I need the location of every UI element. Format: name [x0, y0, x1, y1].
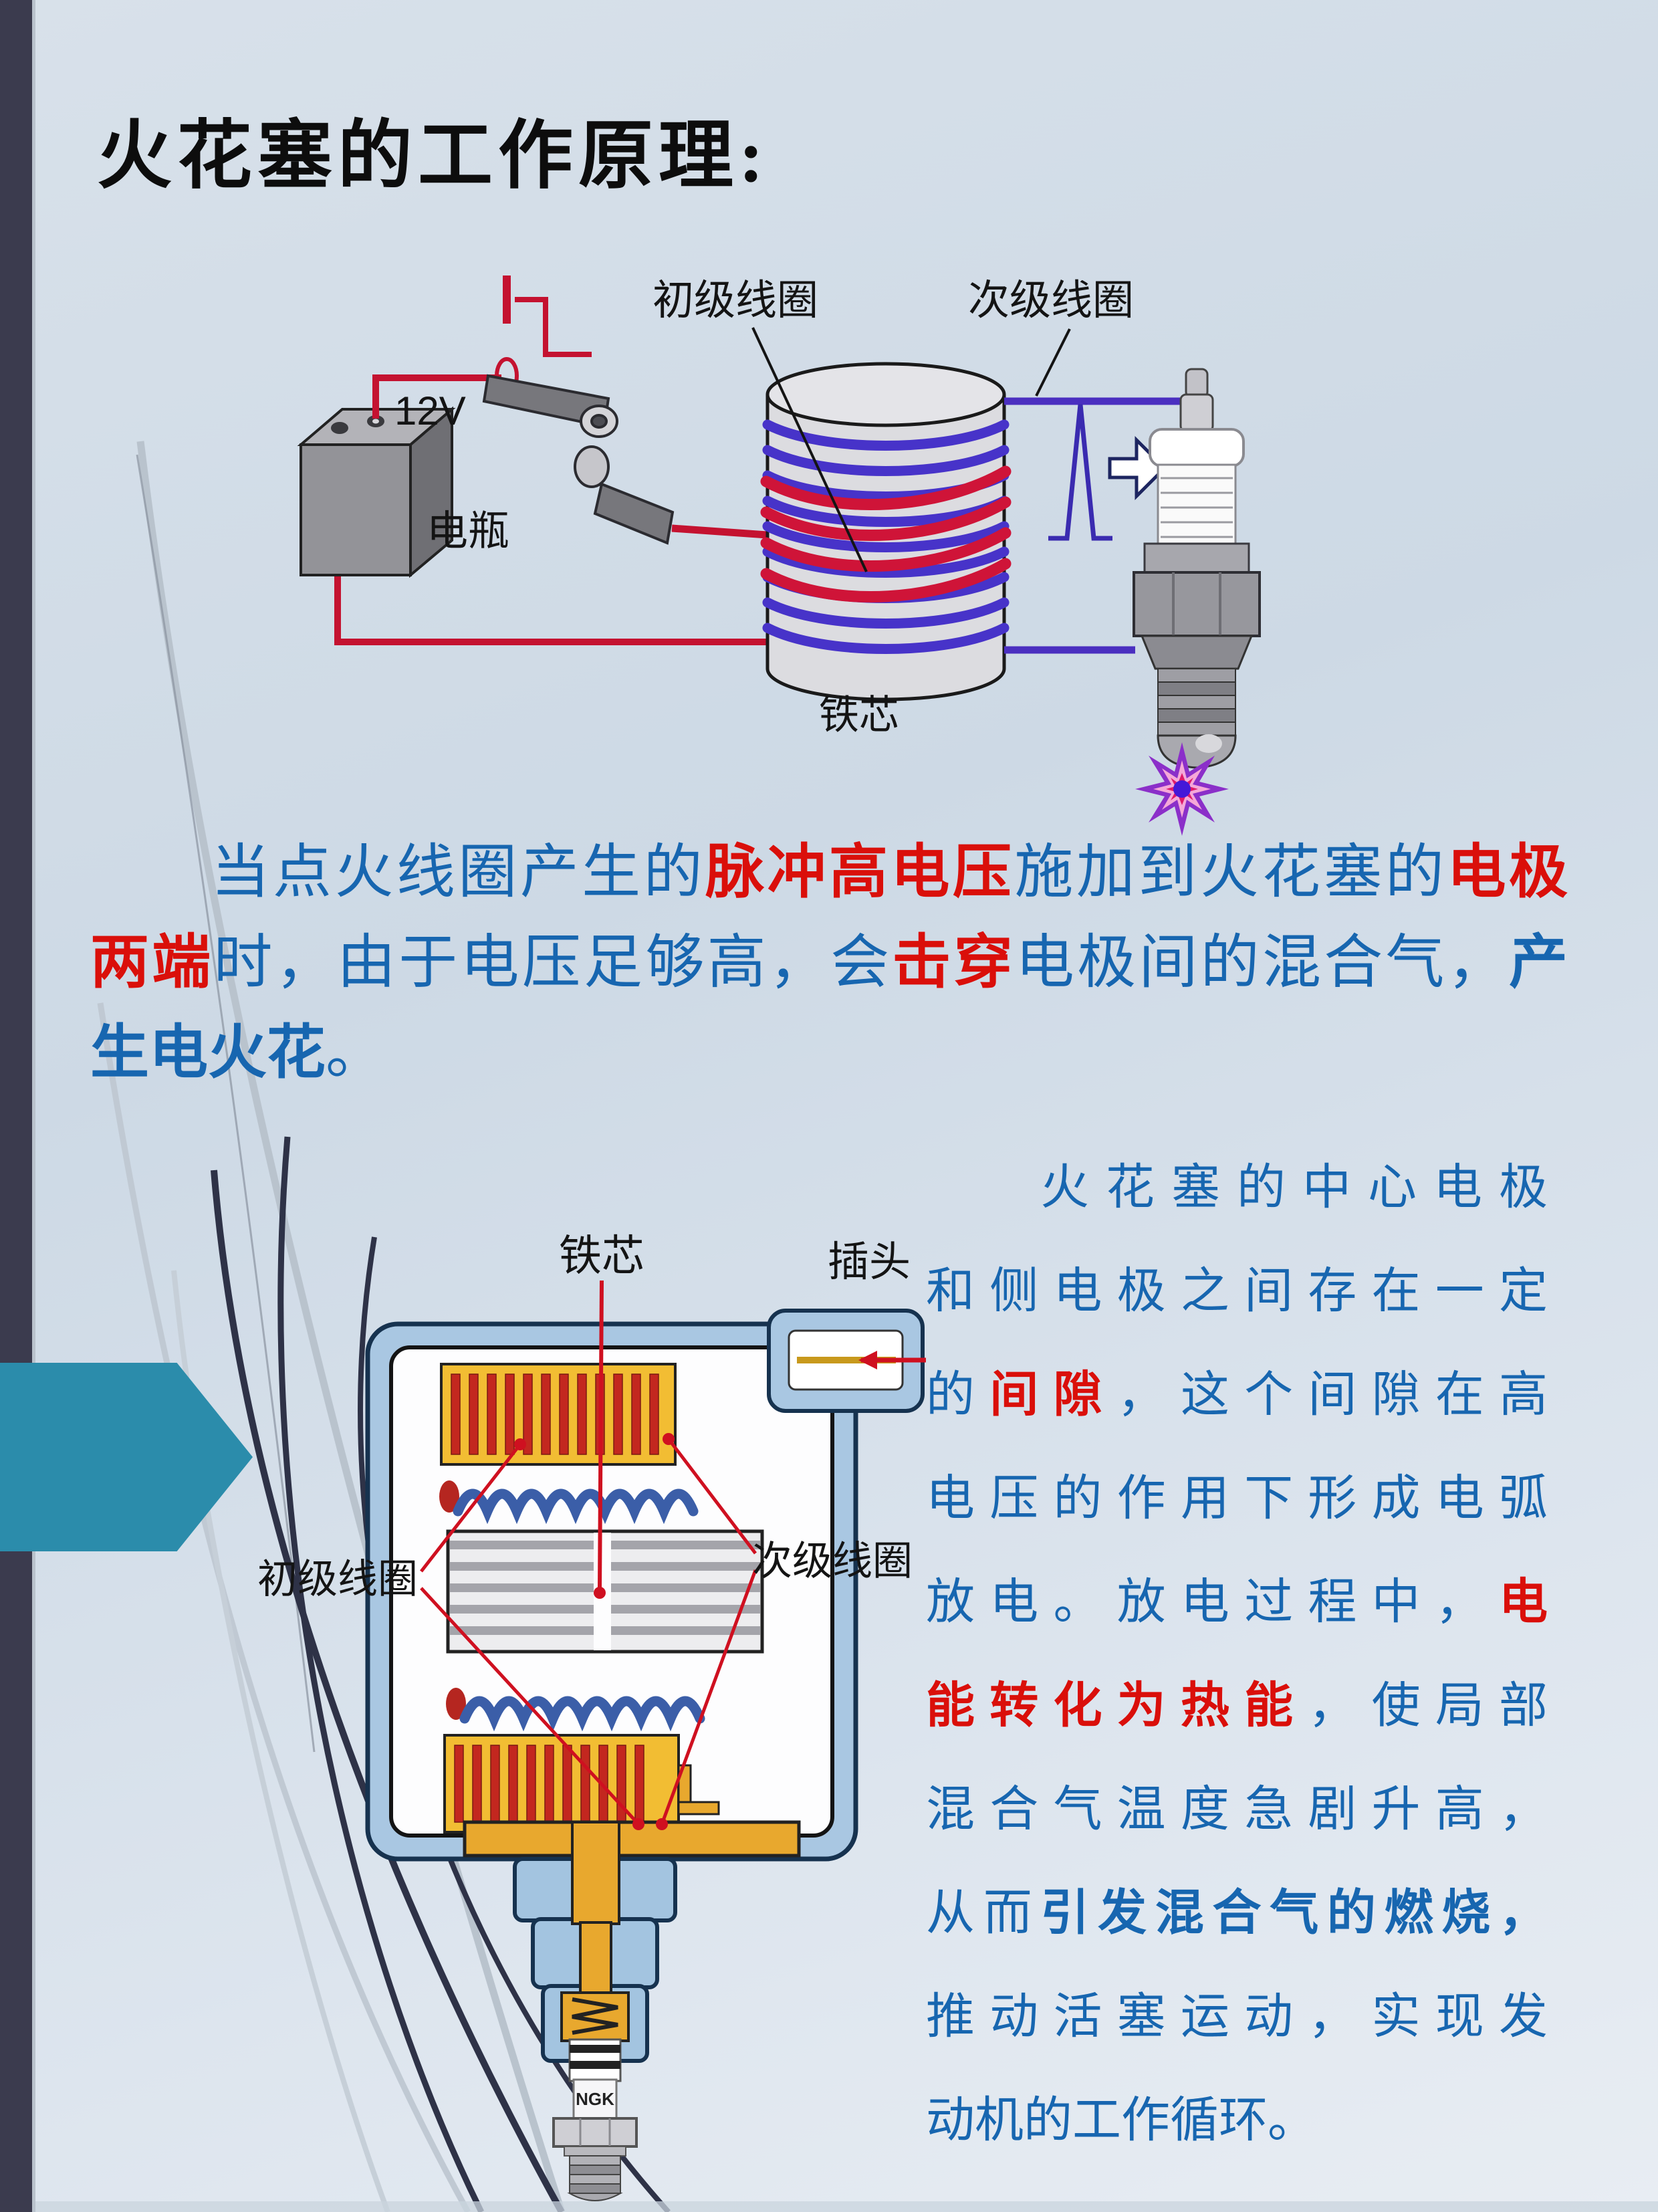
text-segment: 的	[926, 1367, 990, 1422]
ignition-coil-cross-section: NGK	[257, 1232, 926, 2201]
contact-breaker	[482, 374, 675, 545]
text-segment: 产	[1508, 931, 1568, 996]
left-accent-bar-edge	[32, 0, 35, 2212]
primary-coil-label: 初级线圈	[257, 1557, 418, 1601]
text-segment: 和侧电极之间存在一定	[926, 1264, 1548, 1318]
text-segment: 电极	[1447, 841, 1568, 905]
high-tension-wires	[1004, 397, 1182, 654]
battery-label: 电瓶	[427, 508, 509, 554]
paragraph-line: 的间隙，这个间隙在高	[926, 1343, 1548, 1446]
paragraph-line: 两端时，由于电压足够高，会击穿电极间的混合气，产	[90, 918, 1568, 1008]
arrow-right-icon	[1108, 435, 1167, 501]
paragraph-line: 推动活塞运动，实现发	[926, 1965, 1548, 2068]
secondary-coil-callout	[1035, 328, 1071, 397]
paragraph-line: 和侧电极之间存在一定	[926, 1239, 1548, 1343]
text-segment: 能转化为热能	[926, 1678, 1308, 1733]
text-segment: 时，由于电压足够高，会	[213, 931, 893, 996]
plug-threads	[1157, 668, 1236, 736]
text-segment: 动机的工作循环。	[926, 2093, 1316, 2147]
text-segment: 火花塞的中心电极	[1024, 1160, 1548, 1214]
paragraph-line: 当点火线圈产生的脉冲高电压施加到火花塞的电极	[90, 828, 1568, 918]
text-segment: 间隙	[989, 1367, 1117, 1422]
spark-plug-illustration	[1133, 368, 1261, 769]
laminated-core	[446, 1529, 764, 1654]
iron-core-label: 铁芯	[559, 1232, 644, 1280]
ignition-circuit-diagram: 12V 电瓶	[297, 275, 1261, 836]
ignition-coil-illustration	[760, 362, 1012, 701]
primary-winding-bottom	[443, 1734, 720, 1834]
battery-illustration	[297, 406, 456, 578]
paragraph-line: 混合气温度急剧升高，	[926, 1757, 1548, 1861]
text-segment: ，使局部	[1308, 1678, 1548, 1733]
text-segment: 电	[1499, 1575, 1548, 1629]
text-segment: 推动活塞运动，实现发	[926, 1989, 1548, 2043]
plug-connector	[767, 1309, 925, 1413]
spark-burst-icon	[1135, 742, 1229, 836]
primary-coil-callout	[751, 327, 868, 572]
text-segment: 生电火花	[90, 1021, 326, 1086]
ht-tower-and-plug: NGK	[463, 1820, 801, 2201]
paragraph-line: 放电。放电过程中，电	[926, 1550, 1548, 1654]
page-title: 火花塞的工作原理:	[97, 115, 769, 198]
voltage-label: 12V	[394, 389, 466, 433]
text-segment: 脉冲高电压	[705, 841, 1015, 905]
right-paragraph: 火花塞的中心电极 和侧电极之间存在一定 的间隙，这个间隙在高 电压的作用下形成电…	[926, 1135, 1548, 2172]
primary-coil-label: 初级线圈	[653, 278, 818, 324]
text-segment: 混合气温度急剧升高，	[926, 1782, 1548, 1836]
secondary-coil-label: 次级线圈	[968, 278, 1134, 324]
secondary-winding-top	[439, 1480, 699, 1525]
text-segment: 当点火线圈产生的	[208, 841, 706, 905]
spring-contact	[572, 1997, 618, 2035]
pulse-waveform	[1048, 404, 1112, 541]
left-accent-bar	[0, 0, 32, 2212]
iron-core-cylinder-top	[765, 362, 1006, 427]
text-segment: 两端	[90, 931, 214, 996]
iron-core-label: 铁芯	[819, 693, 899, 738]
bottom-edge-strip	[0, 2201, 1658, 2212]
secondary-coil-label: 次级线圈	[752, 1539, 913, 1583]
text-segment: 电压的作用下形成电弧	[926, 1471, 1548, 1525]
text-segment: 引发混合气的燃烧，	[1040, 1886, 1548, 1940]
paragraph-line: 从而引发混合气的燃烧，	[926, 1861, 1548, 1965]
text-segment: ，这个间隙在高	[1116, 1367, 1548, 1422]
text-segment: 从而	[926, 1886, 1041, 1940]
paragraph-line: 能转化为热能，使局部	[926, 1654, 1548, 1757]
paragraph-line: 生电火花。	[90, 1008, 1568, 1099]
red-callouts	[420, 1280, 926, 1830]
text-segment: 电极间的混合气，	[1015, 931, 1509, 996]
paragraph-line: 动机的工作循环。	[926, 2068, 1548, 2172]
plug-connector-label: 插头	[828, 1239, 911, 1285]
brand-label: NGK	[576, 2089, 614, 2109]
text-segment: 。	[326, 1021, 385, 1086]
middle-paragraph: 当点火线圈产生的脉冲高电压施加到火花塞的电极 两端时，由于电压足够高，会击穿电极…	[90, 828, 1568, 1099]
secondary-winding-bottom	[446, 1688, 705, 1732]
text-segment: 击穿	[892, 931, 1016, 996]
primary-winding	[760, 465, 1012, 602]
text-segment: 放电。放电过程中，	[926, 1575, 1499, 1629]
primary-winding-top	[440, 1363, 677, 1466]
paragraph-line: 火花塞的中心电极	[926, 1135, 1548, 1239]
text-segment: 施加到火花塞的	[1014, 841, 1447, 905]
paragraph-line: 电压的作用下形成电弧	[926, 1446, 1548, 1550]
